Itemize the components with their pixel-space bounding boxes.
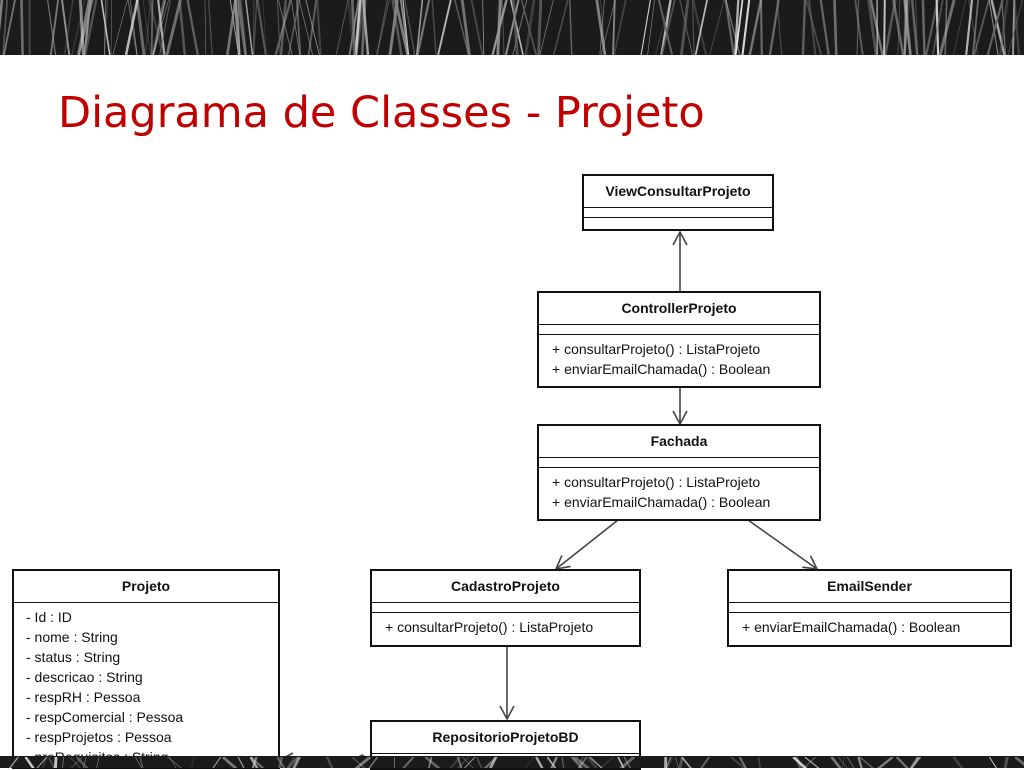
operations-compartment: + consultarProjeto() : ListaProjeto + en… — [539, 335, 819, 379]
banner-streak — [96, 757, 99, 768]
class-name: CadastroProjeto — [372, 571, 639, 603]
attributes-compartment — [584, 208, 772, 218]
banner-streak — [878, 757, 893, 768]
attributes-compartment — [539, 325, 819, 335]
banner-streak — [1015, 757, 1024, 768]
class-name: RepositorioProjetoBD — [372, 722, 639, 754]
banner-streak — [954, 757, 963, 768]
class-controller-projeto: ControllerProjeto + consultarProjeto() :… — [537, 291, 821, 388]
banner-streak — [525, 757, 535, 768]
footer-texture — [0, 757, 1024, 768]
operation: + consultarProjeto() : ListaProjeto — [552, 339, 819, 359]
banner-streak — [675, 757, 679, 768]
banner-streak — [680, 757, 683, 768]
attributes-compartment — [372, 603, 639, 613]
attribute: - Id : ID — [26, 607, 278, 627]
attribute: - respComercial : Pessoa — [26, 707, 278, 727]
class-name: Projeto — [14, 571, 278, 603]
class-name: Fachada — [539, 426, 819, 458]
banner-streak — [989, 757, 997, 768]
banner-streak — [403, 757, 414, 768]
banner-streak — [55, 757, 56, 768]
banner-streak — [562, 757, 564, 768]
operation: + consultarProjeto() : ListaProjeto — [552, 472, 819, 492]
association-fachada-to-email-sender — [748, 520, 817, 569]
banner-streak — [49, 757, 55, 768]
attribute: - status : String — [26, 647, 278, 667]
banner-streak — [212, 757, 220, 768]
decorative-footer-strip — [0, 756, 1024, 768]
banner-streak — [191, 757, 194, 768]
class-fachada: Fachada + consultarProjeto() : ListaProj… — [537, 424, 821, 521]
banner-streak — [9, 757, 18, 768]
association-fachada-to-cadastro — [556, 520, 618, 569]
operations-compartment: + consultarProjeto() : ListaProjeto — [372, 613, 639, 637]
banner-streak — [140, 757, 143, 768]
banner-streak — [462, 757, 474, 768]
attribute: - nome : String — [26, 627, 278, 647]
banner-streak — [223, 757, 237, 768]
banner-streak — [1005, 757, 1007, 768]
operation: + enviarEmailChamada() : Boolean — [552, 359, 819, 379]
banner-streak — [847, 757, 855, 768]
banner-streak — [701, 757, 710, 768]
banner-streak — [464, 757, 475, 768]
class-email-sender: EmailSender + enviarEmailChamada() : Boo… — [727, 569, 1012, 647]
banner-streak — [536, 757, 543, 768]
operation: + consultarProjeto() : ListaProjeto — [385, 617, 639, 637]
attribute: - respProjetos : Pessoa — [26, 727, 278, 747]
attribute: - respRH : Pessoa — [26, 687, 278, 707]
class-view-consultar-projeto: ViewConsultarProjeto — [582, 174, 774, 231]
operation: + enviarEmailChamada() : Boolean — [552, 492, 819, 512]
attributes-compartment — [539, 458, 819, 468]
banner-streak — [805, 757, 820, 768]
banner-streak — [897, 757, 909, 768]
banner-streak — [600, 757, 614, 768]
operations-compartment: + enviarEmailChamada() : Boolean — [729, 613, 1010, 637]
operations-compartment: + consultarProjeto() : ListaProjeto + en… — [539, 468, 819, 512]
banner-streak — [25, 757, 34, 768]
class-projeto: Projeto - Id : ID - nome : String - stat… — [12, 569, 280, 769]
attributes-compartment: - Id : ID - nome : String - status : Str… — [14, 603, 278, 768]
banner-streak — [327, 757, 333, 768]
class-cadastro-projeto: CadastroProjeto + consultarProjeto() : L… — [370, 569, 641, 647]
attributes-compartment — [729, 603, 1010, 613]
banner-streak — [238, 757, 244, 768]
class-name: EmailSender — [729, 571, 1010, 603]
banner-streak — [425, 757, 440, 768]
banner-streak — [477, 757, 482, 768]
class-name: ViewConsultarProjeto — [584, 176, 772, 208]
banner-streak — [62, 757, 63, 768]
banner-streak — [759, 757, 761, 768]
attribute: - descricao : String — [26, 667, 278, 687]
class-name: ControllerProjeto — [539, 293, 819, 325]
banner-streak — [170, 757, 177, 768]
operation: + enviarEmailChamada() : Boolean — [742, 617, 1010, 637]
